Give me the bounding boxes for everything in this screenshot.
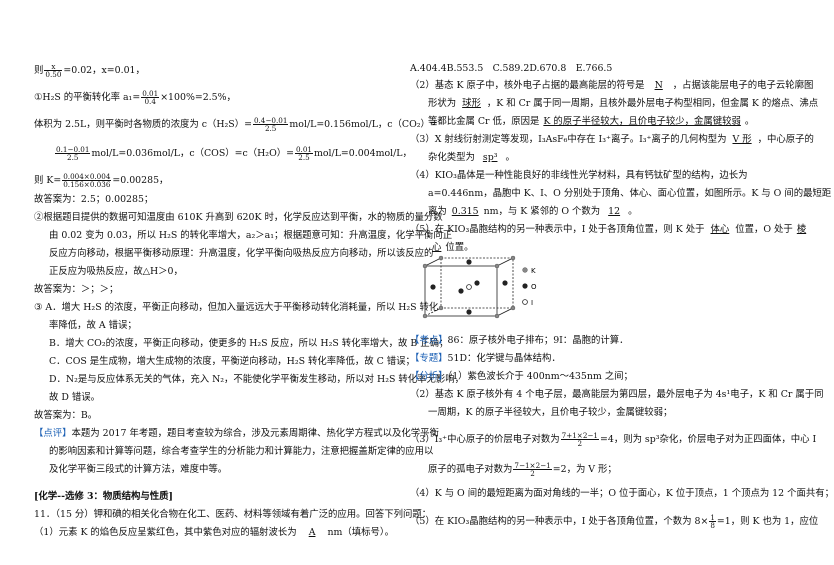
legend-o-label: O: [531, 283, 537, 291]
answer-line: 故答案为：＞；＞；: [34, 284, 119, 295]
legend-k-marker: [522, 267, 528, 273]
text-line: 反应方向移动，根据平衡移动原理：升高温度，化学平衡向吸热反应方向移动，所以该反应…: [49, 248, 434, 259]
text-line: 的影响因素和计算等问题，综合考查学生的分析能力和计算能力，注意把握盖斯定律的应用…: [49, 446, 434, 457]
o-atom: [466, 309, 472, 315]
kio3-unit-cell-diagram: K O I: [422, 255, 537, 319]
part-2-line-2: 形状为球形，K 和 Cr 属于同一周期，且核外最外层电子构型相同，但金属 K 的…: [428, 98, 819, 109]
i-atom: [466, 284, 472, 290]
o-atom: [458, 288, 464, 294]
option-d-line: D．N₂是与反应体系无关的气体，充入 N₂，不能使化学平衡发生移动，所以对 H₂…: [49, 374, 464, 385]
text-line: 由 0.02 变为 0.03，所以 H₂S 的转化率增大，a₂＞a₁；根据题意可…: [49, 230, 453, 241]
text-line: 故 D 错误。: [49, 392, 100, 403]
o-atom: [466, 259, 472, 265]
answer-blank: A: [308, 527, 316, 538]
comment-label: 【点评】: [34, 428, 72, 439]
answer-blank: 棱: [796, 224, 807, 235]
answer-line: 故答案为：B。: [34, 410, 98, 421]
zhuanti-label: 【专题】: [410, 353, 448, 364]
answer-blank: N: [654, 80, 663, 91]
answer-blank: 心: [432, 242, 442, 253]
kaodian-label: 【考点】: [410, 335, 448, 346]
o-atom: [430, 284, 436, 290]
part-3-line-1: （3）X 射线衍射测定等发现，I₃AsF₆中存在 I₃⁺离子。I₃⁺离子的几何构…: [410, 134, 814, 145]
k-atom: [438, 255, 444, 261]
kaodian-line: 【考点】86：原子核外电子排布；9I：晶胞的计算．: [410, 335, 629, 346]
question-11-stem: 11．（15 分）钾和碘的相关化合物在化工、医药、材料等领域有着广泛的应用。回答…: [34, 509, 432, 520]
answer-blank: 0.315: [451, 206, 479, 217]
answer-blank: 体心: [710, 224, 730, 235]
part-5-line-1: （5）在 KIO₃晶胞结构的另一种表示中，I 处于各顶角位置，则 K 处于体心位…: [410, 224, 810, 236]
analysis-line: （2）基态 K 原子核外有 4 个电子层，最高能层为第四层，最外层电子为 4s¹…: [410, 389, 824, 400]
k-atom: [438, 305, 444, 311]
part-4-line-2: a=0.446nm，晶胞中 K、I、O 分别处于顶角、体心、面心位置，如图所示。…: [428, 188, 832, 199]
k-atom: [422, 263, 428, 269]
legend-i-label: I: [531, 299, 533, 307]
k-atom: [510, 255, 516, 261]
o-atom: [502, 280, 508, 286]
fenxi-line: 【分析】（1）紫色波长介于 400nm～435nm 之间；: [410, 371, 633, 382]
analysis-line-4: （4）K 与 O 间的最短距离为面对角线的一半；O 位于面心，K 位于顶点，1 …: [410, 488, 834, 499]
option-c-line: C．COS 是生成物，增大生成物的浓度，平衡逆向移动，H₂S 转化率降低，故 C…: [49, 356, 415, 367]
answer-blank: V 形: [732, 134, 752, 145]
cube-front-face: [440, 257, 514, 309]
text-line: ②根据题目提供的数据可知温度由 610K 升高到 620K 时，化学反应达到平衡…: [34, 212, 443, 223]
part-5-line-2: 心位置。: [428, 242, 474, 254]
k-atom: [422, 313, 428, 319]
text-line: 率降低，故 A 错误；: [49, 320, 137, 331]
right-column: A.404.4B.553.5 C.589.2D.670.8 E.766.5 （2…: [400, 0, 834, 565]
answer-blank: 球形: [462, 98, 481, 109]
legend-i-marker: [522, 299, 528, 305]
option-b-line: B．增大 CO₂的浓度，平衡正向移动，使更多的 H₂S 反应，所以 H₂S 转化…: [49, 338, 449, 349]
text-line: 及化学平衡三段式的计算方法，难度中等。: [49, 464, 228, 475]
comment-line: 【点评】本题为 2017 年考题，题目考查较为综合，涉及元素周期律、热化学方程式…: [34, 428, 439, 439]
k-atom: [494, 263, 500, 269]
o-atom: [474, 280, 480, 286]
section-heading: [化学--选修 3：物质结构与性质]: [34, 491, 173, 502]
fenxi-label: 【分析】: [410, 371, 448, 382]
k-atom: [494, 313, 500, 319]
answer-blank: K 的原子半径较大，且价电子较少，金属键较弱: [543, 116, 741, 127]
option-a-line: ③ A．增大 H₂S 的浓度，平衡正向移动，但加入量远远大于平衡移动转化消耗量，…: [34, 302, 439, 313]
analysis-line: 一周期，K 的原子半径较大，且价电子较少，金属键较弱；: [428, 407, 673, 418]
legend-o-marker: [522, 283, 528, 289]
k-atom: [510, 305, 516, 311]
zhuanti-line: 【专题】51D：化学键与晶体结构．: [410, 353, 561, 364]
options-line: A.404.4B.553.5 C.589.2D.670.8 E.766.5: [410, 63, 613, 74]
legend-k-label: K: [531, 267, 536, 275]
text-line: 正反应为吸热反应，故△H＞0，: [49, 266, 183, 277]
part-4-line-1: （4）KIO₃晶体是一种性能良好的非线性光学材料，具有钙钛矿型的结构，边长为: [410, 170, 748, 181]
cube-back-face: [424, 265, 498, 317]
answer-blank: sp³: [482, 152, 498, 163]
answer-blank: 12: [608, 206, 621, 217]
answer-line: 故答案为：2.5；0.00285；: [34, 194, 154, 205]
